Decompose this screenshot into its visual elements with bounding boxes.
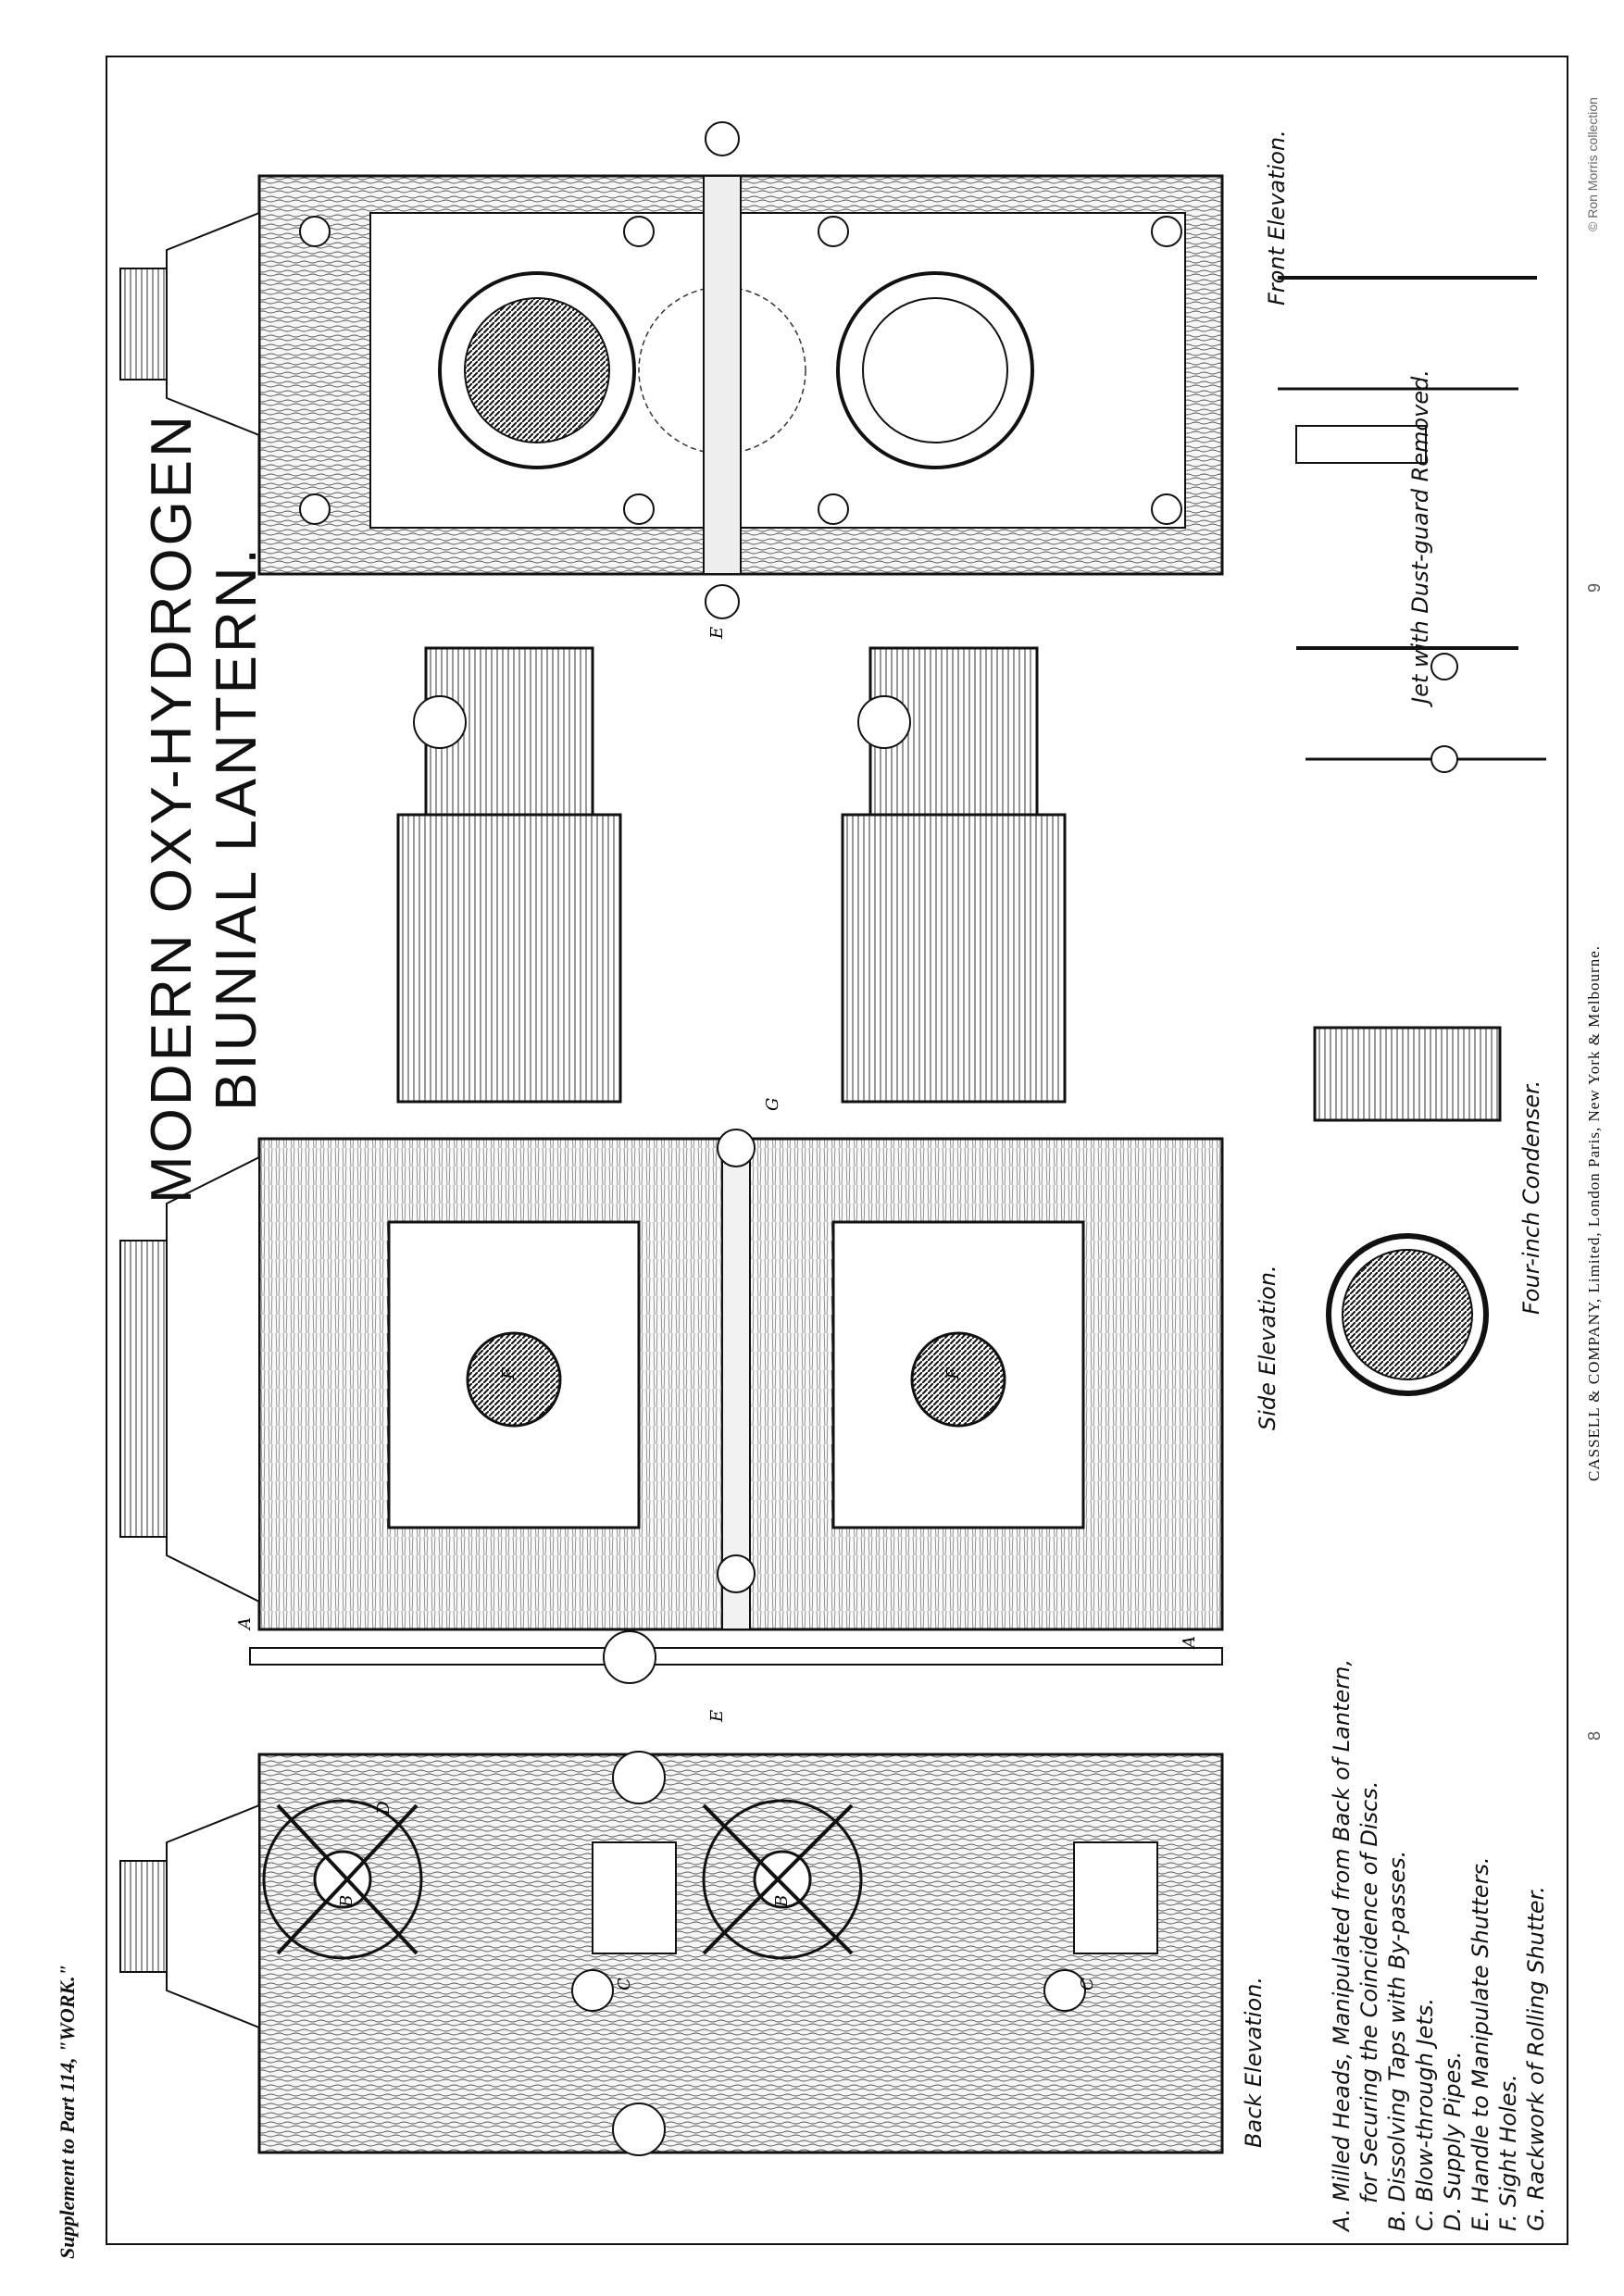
legend-line-g: G. Rackwork of Rolling Shutter. — [1523, 1886, 1549, 2231]
legend-line-a2: for Securing the Coincidence of Discs. — [1356, 1780, 1382, 2203]
legend-line-b: B. Dissolving Taps with By-passes. — [1384, 1850, 1410, 2231]
publisher-imprint: CASSELL & COMPANY, Limited, London Paris… — [1585, 944, 1603, 1481]
caption-front-elevation: Front Elevation. — [1264, 130, 1290, 306]
jet-detail-drawing — [1278, 276, 1546, 773]
legend-line-a: A. Milled Heads, Manipulated from Back o… — [1329, 1659, 1355, 2231]
part-letter-a: A — [1180, 1636, 1199, 1650]
part-letter-e: E — [707, 1710, 727, 1723]
legend-line-c: C. Blow-through Jets. — [1412, 1998, 1438, 2231]
legend-line-f: F. Sight Holes. — [1495, 2074, 1521, 2231]
part-letter-d: D — [374, 1801, 394, 1816]
part-letter-e: E — [707, 627, 727, 640]
part-letter-f: F — [943, 1366, 963, 1380]
back-elevation-drawing — [119, 1751, 1224, 2156]
plate-border — [106, 56, 1568, 2245]
caption-jet: Jet with Dust-guard Removed. — [1407, 369, 1433, 704]
legend-line-e: E. Handle to Manipulate Shutters. — [1468, 1856, 1493, 2231]
supplement-note: Supplement to Part 114, "WORK." — [56, 1965, 79, 2259]
plate-title-line2: BIUNIAL LANTERN. — [205, 545, 269, 1111]
caption-side-elevation: Side Elevation. — [1255, 1265, 1280, 1430]
part-letter-c: C — [615, 1978, 634, 1990]
plate-title-line1: MODERN OXY-HYDROGEN — [140, 413, 204, 1204]
page-number-left: 8 — [1585, 1730, 1604, 1741]
part-letter-a: A — [235, 1617, 255, 1631]
caption-condenser: Four-inch Condenser. — [1518, 1079, 1544, 1315]
part-letter-g: G — [763, 1098, 782, 1111]
legend-line-d: D. Supply Pipes. — [1440, 2051, 1466, 2231]
side-elevation-drawing — [119, 646, 1224, 1684]
part-letter-c: C — [1078, 1978, 1097, 1990]
caption-back-elevation: Back Elevation. — [1241, 1976, 1267, 2148]
front-elevation-drawing — [119, 121, 1224, 619]
condenser-detail-drawing — [1313, 1026, 1502, 1396]
part-letter-b: B — [772, 1895, 792, 1908]
collection-credit: © Ron Morris collection — [1585, 97, 1600, 231]
part-letter-b: B — [337, 1895, 356, 1908]
page-number-right: 9 — [1585, 582, 1604, 593]
part-letter-f: F — [499, 1366, 518, 1380]
